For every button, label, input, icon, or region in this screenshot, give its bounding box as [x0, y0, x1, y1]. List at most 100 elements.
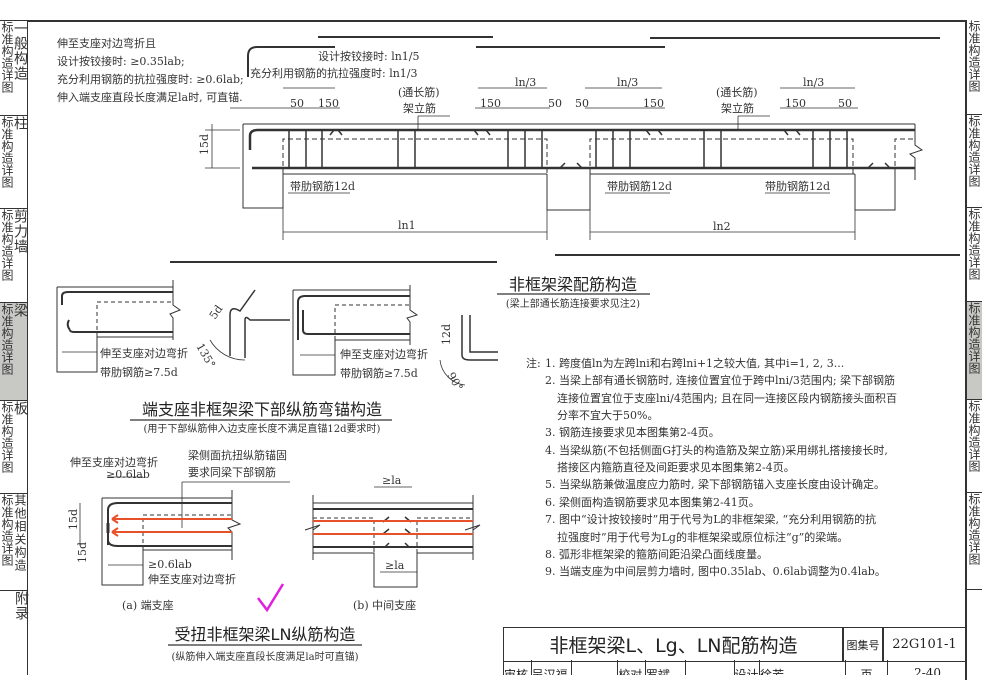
note-text: 图中“设计按铰接时”用于代号为L的非框架梁, “充分利用钢筋的抗 [559, 513, 877, 526]
note-text: 当梁纵筋兼做温度应力筋时, 梁下部钢筋锚入支座长度由设计确定。 [559, 478, 885, 491]
sidebar-item-sub: 标准构造详图 [0, 209, 14, 281]
review-label: 审核 [504, 660, 532, 675]
hook-angle-label: 90° [444, 370, 465, 393]
figure-title: 端支座非框架梁下部纵筋弯锚构造 [142, 400, 382, 419]
dim-label: ln/3 [515, 76, 536, 89]
dim-label: 150 [480, 97, 501, 110]
note-number: 1. [545, 357, 556, 370]
right-sidebar-label: 标准构造详图 [967, 115, 981, 187]
sidebar-item-slab[interactable]: 标准构造详图 板 [0, 401, 28, 494]
anchor-note: 设计按铰接时: ≥0.35lab; [57, 54, 185, 68]
note-text: 当梁上部有通长钢筋时, 连接位置宜位于跨中lni/3范围内; 梁下部钢筋 [559, 374, 896, 387]
sidebar-item-column[interactable]: 标准构造详图 柱 [0, 116, 28, 209]
right-sidebar-label: 标准构造详图 [967, 493, 981, 565]
rib-bar-label: 带肋钢筋12d [290, 179, 355, 193]
note-text: 梁侧面构造钢筋要求见本图集第2-41页。 [559, 496, 760, 509]
right-sidebar-item-active[interactable]: 标准构造详图 [967, 302, 982, 400]
atlas-number: 22G101-1 [882, 627, 967, 662]
figure-subtitle: (梁上部通长筋连接要求见注2) [506, 297, 640, 310]
drawing-frame [28, 20, 967, 680]
note-number: 4. [545, 444, 556, 457]
reviewer-name: 吴汉福 [532, 660, 572, 675]
note-text: 分率不宜大于50%。 [557, 409, 659, 422]
sidebar-item-shear-wall[interactable]: 标准构造详图 剪力墙 [0, 209, 28, 303]
atlas-number-label: 图集号 [842, 627, 884, 662]
dim-label: ≥0.6lab [148, 558, 192, 571]
note-number: 3. [545, 426, 556, 439]
sidebar-item-other[interactable]: 标准构造详图 其他相关构造 [0, 494, 27, 591]
right-sidebar-item[interactable]: 标准构造详图 [967, 20, 982, 115]
right-sidebar-item[interactable]: 标准构造详图 [967, 400, 982, 493]
designer-signature [800, 660, 846, 675]
rib-bar-label: 带肋钢筋12d [765, 179, 830, 193]
check-mark-icon [257, 583, 285, 613]
right-sidebar-item[interactable]: 标准构造详图 [967, 115, 982, 208]
dim-label: 150 [318, 97, 339, 110]
right-sidebar-label: 标准构造详图 [967, 400, 981, 472]
notes-prefix: 注: [526, 357, 541, 370]
hook-length-label: 12d [440, 324, 453, 345]
sidebar-item-general[interactable]: 标准构造详图 一般构造 [0, 21, 28, 116]
note-number: 2. [545, 374, 556, 387]
rib-label: 带肋钢筋≥7.5d [100, 365, 178, 379]
sidebar-item-label: 梁 [12, 303, 28, 318]
span-label: ln2 [713, 220, 731, 233]
sidebar-item-label: 剪力墙 [12, 209, 28, 254]
figure-subtitle: (纵筋伸入端支座直段长度满足la时可直锚) [172, 650, 359, 663]
reviewer-signature [572, 660, 619, 675]
dim-label: ≥la [385, 559, 405, 572]
torsion-bars [111, 514, 232, 537]
dim-label: 50 [548, 97, 562, 110]
right-sidebar: 标准构造详图 标准构造详图 标准构造详图 标准构造详图 标准构造详图 标准构造详… [967, 20, 982, 675]
sidebar-item-sub: 标准构造详图 [0, 494, 14, 566]
end-support-bend-drawing-2 [292, 285, 498, 386]
right-sidebar-label: 标准构造详图 [967, 208, 981, 280]
sidebar-item-label: 附录 [13, 591, 29, 621]
rib-bar-label: 带肋钢筋12d [607, 179, 672, 193]
note-number: 8. [545, 548, 556, 561]
dim-label: ≥la [382, 474, 402, 487]
left-sidebar: 标准构造详图 一般构造 标准构造详图 柱 标准构造详图 剪力墙 标准构造详图 梁… [0, 20, 29, 676]
dim-label: 50 [838, 97, 852, 110]
end-support-bend-drawing-1 [56, 280, 290, 373]
caption-middle-support: (b) 中间支座 [353, 598, 416, 612]
sidebar-item-beam[interactable]: 标准构造详图 梁 [0, 303, 28, 401]
hinge-note: 设计按铰接时: ln1/5 [318, 49, 420, 63]
designer-name: 徐芳 [760, 668, 785, 675]
note-number: 6. [545, 496, 556, 509]
bend-label: 伸至支座对边弯折 [100, 346, 188, 360]
continuous-beam-drawing [205, 46, 924, 240]
dim-label: 15d [198, 134, 211, 155]
note-text: 跨度值ln为左跨lni和右跨lni+1之较大值, 其中i=1, 2, 3... [559, 357, 845, 370]
sidebar-item-label: 一般构造 [12, 21, 28, 81]
dim-label: ln/3 [803, 76, 824, 89]
dim-label: 150 [785, 97, 806, 110]
figure-title: 受扭非框架梁LN纵筋构造 [175, 625, 356, 644]
through-bar-label: (通长筋) [398, 85, 440, 99]
note-text: 当梁纵筋(不包括侧面G打头的构造筋及架立筋)采用绑扎搭接接长时, [559, 444, 888, 457]
title-block-signature-row: 审核 吴汉福 校对 罗斌 设计 徐芳 页 2-40 [503, 660, 967, 675]
right-sidebar-item[interactable]: 标准构造详图 [967, 493, 982, 590]
checker-label: 校对 [618, 660, 646, 675]
erection-bar-label: 架立筋 [403, 101, 436, 115]
dim-label: 15d [67, 509, 80, 530]
note-text: 钢筋连接要求见本图集第2-4页。 [559, 426, 720, 439]
dim-label: 150 [643, 97, 664, 110]
through-bar-label: (通长筋) [716, 85, 758, 99]
note-text: 连接位置宜位于支座lni/4范围内; 且在同一连接区段内钢筋接头面积百 [557, 392, 898, 405]
sidebar-item-label: 其他相关构造 [13, 494, 27, 572]
dim-label: 50 [575, 97, 589, 110]
figure-subtitle: (用于下部纵筋伸入边支座长度不满足直锚12d要求时) [144, 422, 381, 435]
sidebar-item-sub: 标准构造详图 [0, 401, 14, 473]
hook-length-label: 5d [207, 303, 226, 322]
anchor-note: 伸至支座对边弯折且 [57, 36, 156, 50]
sidebar-item-appendix[interactable]: 附录 [0, 591, 29, 676]
figure-title: 非框架梁配筋构造 [509, 275, 637, 294]
right-sidebar-item[interactable]: 标准构造详图 [967, 208, 982, 302]
bend-label: 伸至支座对边弯折 [148, 572, 236, 586]
dim-label: 15d [76, 542, 89, 563]
side-bar-note: 要求同梁下部钢筋 [188, 465, 276, 479]
note-text: 当端支座为中间层剪力墙时, 图中0.35lab、0.6lab调整为0.4lab。 [559, 565, 886, 578]
dim-label: 50 [290, 97, 304, 110]
checker-name: 罗斌 [646, 660, 687, 675]
